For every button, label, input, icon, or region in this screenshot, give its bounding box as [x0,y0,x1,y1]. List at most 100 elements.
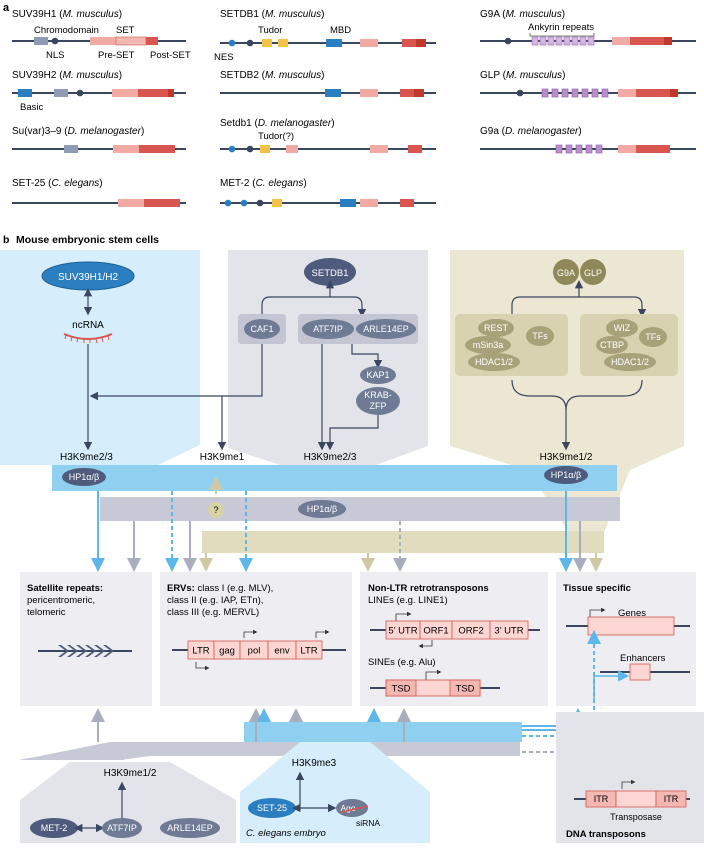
krab-zfp-node [356,387,400,415]
set-domain-part [286,145,298,153]
post-set-domain [664,37,672,45]
hp1-node-suv [62,468,106,486]
protein-title: SETDB1 (M. musculus) [220,9,324,20]
nes-dot [228,145,236,153]
erv-line3: class III (e.g. MERVL) [167,607,259,618]
caf1-node [244,319,280,339]
met2-label: MET-2 [41,823,68,833]
enhancer-element [629,663,651,681]
protein-title: G9A (M. musculus) [480,9,565,20]
arle14ep-ce-label: ARLE14EP [167,823,213,833]
protein-title: GLP (M. musculus) [480,70,565,81]
satellite-repeat-chevrons [58,645,114,657]
ankyrin-repeats [555,144,603,154]
met2-band-fan [18,742,124,760]
dna-transposon-box [556,712,704,843]
set25-mark-label: H3K9me3 [292,758,337,769]
element-box [449,679,481,697]
panel-b-title: Mouse embryonic stem cells [16,234,159,246]
satellite-line3: telomeric [27,607,66,618]
tissue-title: Tissue specific [563,583,631,594]
mbd-label: MBD [330,25,351,36]
set-domain-part [400,89,414,97]
protein-setdb1: SETDB1 (M. musculus) Tudor MBD NES [214,9,436,63]
hdac2-label: HDAC1/2 [611,357,649,367]
set-domain-part [618,89,636,97]
set-domain-part [400,199,414,207]
hp1-label-setdb1: HP1α/β [307,504,337,514]
tfs-label: TFs [532,331,548,341]
basic-label: Basic [20,102,43,113]
element-box-label: env [274,646,290,657]
nls-dot [246,39,254,47]
pre-set-label: Pre-SET [98,50,135,61]
itr-box-2 [655,790,687,808]
tudor-domain [278,39,288,47]
transposase-tss-arrow [621,779,636,789]
post-set-domain [168,89,174,97]
nls-dot [246,145,254,153]
satellite-line2: pericentromeric, [27,595,95,606]
pre-set-domain [112,89,138,97]
lines-label: LINEs (e.g. LINE1) [368,595,448,606]
line1-antisense-arrow [418,640,433,649]
chromodomain [64,145,78,153]
g9a-label: G9A [557,268,575,278]
krab-label-2: ZFP [370,401,387,411]
met2-band [20,742,520,760]
ago-label: Ago [340,803,355,813]
ctbp-label: CTBP [600,340,624,350]
nls-dot [76,89,84,97]
nes-dot [228,39,236,47]
protein-title: SET-25 (C. elegans) [12,178,103,189]
line1-tss-arrow [395,611,412,622]
protein-title: Setdb1 (D. melanogaster) [220,118,335,129]
chromodomain [34,37,48,45]
msin3a-node [465,336,511,354]
tfs2-node [639,327,667,347]
tudor-label: Tudor [258,25,282,36]
element-box [295,640,323,660]
protein-title: G9a (D. melanogaster) [480,126,582,137]
genes-label: Genes [618,608,646,619]
protein-g9a: G9A (M. musculus) Ankyrin repeats [480,9,696,46]
set-domain [139,145,175,153]
krab-to-mark-arrow [325,415,379,451]
transposase-label: Transposase [610,812,662,822]
protein-suv39h1: SUV39H1 (M. musculus) Chromodomain SET N… [12,9,191,61]
atf7ip-label: ATF7IP [313,324,343,334]
kap1-label: KAP1 [366,370,389,380]
nonltr-title: Non-LTR retrotransposons [368,583,489,594]
satellite-title: Satellite repeats: [27,583,103,594]
satellite-box [20,572,152,706]
nes-dot [240,199,248,207]
mbd-domain [326,39,342,47]
g9a-mark-label: H3K9me1/2 [540,452,593,463]
setdb1-label: SETDB1 [312,268,349,279]
tfs-node [526,326,554,346]
protein-glp: GLP (M. musculus) [480,70,696,98]
post-set-label: Post-SET [150,50,191,61]
protein-title: MET-2 (C. elegans) [220,178,307,189]
set-domain [144,199,180,207]
protein-suvar3-9: Su(var)3–9 (D. melanogaster) [12,126,186,153]
tudor-domain [272,199,282,207]
transposase-box [615,790,657,808]
met2-node [30,818,78,838]
ankyrin-repeats [541,88,609,98]
protein-g9a-dm: G9a (D. melanogaster) [480,126,696,154]
setdb1-node [304,258,356,286]
rest-label: REST [484,323,509,333]
pre-set-domain [118,199,144,207]
protein-setdb2: SETDB2 (M. musculus) [220,70,436,97]
tfs2-label: TFs [645,332,661,342]
erv-box [160,572,352,706]
element-box-label: ORF2 [458,626,483,637]
atf7ip-ce-node [102,818,142,838]
set-domain-part [370,145,388,153]
erv-ltr-arrow-2 [315,629,330,638]
ankyrin-repeats [531,36,595,46]
suv39-background [0,250,200,465]
ncrna-strand [63,333,113,340]
element-box-label: gag [219,646,235,657]
